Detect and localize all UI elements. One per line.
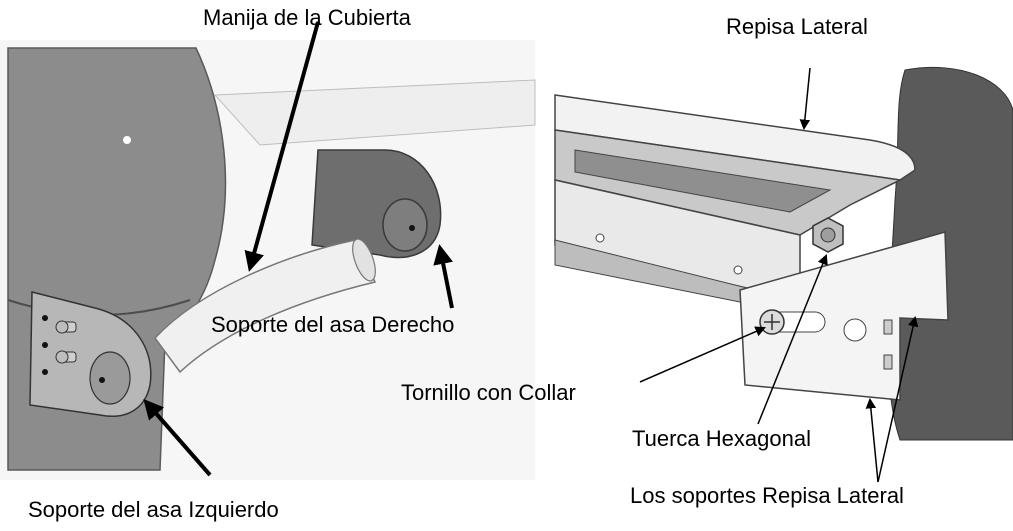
lid-handle-arrow bbox=[244, 21, 320, 272]
hex-nut-arrow bbox=[757, 254, 828, 425]
right-bracket-screw bbox=[409, 225, 415, 231]
right-bracket-arrow bbox=[433, 244, 454, 309]
left-bracket-label: Soporte del asa Izquierdo bbox=[28, 497, 279, 522]
bracket-round-hole bbox=[843, 318, 867, 342]
rail-hole-1 bbox=[595, 233, 605, 243]
right-bracket-label: Soporte del asa Derecho bbox=[211, 312, 455, 337]
shelf-bracket-arrow-1 bbox=[865, 397, 879, 483]
bracket-tab-2 bbox=[883, 354, 893, 370]
bracket-tab-1 bbox=[883, 319, 893, 335]
left-bracket-hole-4 bbox=[99, 377, 105, 383]
left-bracket-socket bbox=[89, 351, 131, 405]
collar-screw bbox=[759, 309, 785, 335]
hex-nut bbox=[812, 217, 844, 253]
lid-hole bbox=[123, 136, 131, 144]
collar-screw-arrow bbox=[639, 326, 766, 383]
shelf-bracket-arrow-2 bbox=[877, 315, 919, 483]
handle-tube-end bbox=[352, 238, 376, 282]
left-bracket-hole-1 bbox=[42, 315, 48, 321]
side-shelf-arrow bbox=[799, 67, 811, 131]
side-shelf-top bbox=[554, 94, 916, 181]
right-illustration bbox=[554, 66, 1013, 441]
hex-nut-label: Tuerca Hexagonal bbox=[632, 426, 811, 451]
left-bracket-bolt-1 bbox=[55, 320, 77, 334]
left-bracket-arrow bbox=[143, 398, 212, 477]
collar-screw-label: Tornillo con Collar bbox=[401, 380, 576, 405]
left-illustration bbox=[0, 40, 536, 480]
left-bracket-hole-2 bbox=[42, 342, 48, 348]
left-bracket-hole-3 bbox=[42, 369, 48, 375]
right-bracket-socket bbox=[382, 198, 428, 252]
shelf-brackets-label: Los soportes Repisa Lateral bbox=[630, 483, 904, 508]
left-bracket-bolt-2 bbox=[55, 350, 77, 364]
background-shelf-edge bbox=[213, 79, 536, 146]
side-shelf-label: Repisa Lateral bbox=[726, 14, 868, 39]
side-shelf-recess bbox=[574, 149, 832, 213]
lid-handle-label: Manija de la Cubierta bbox=[203, 5, 411, 30]
rail-hole-2 bbox=[733, 265, 743, 275]
shelf-bracket-plate bbox=[739, 231, 949, 401]
